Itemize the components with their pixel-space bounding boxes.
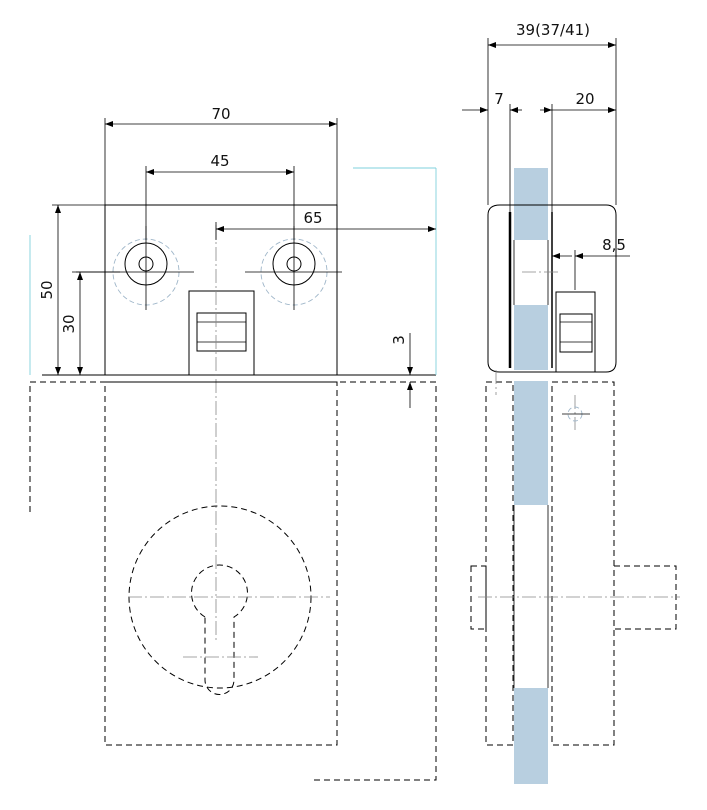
dim-gap: 3	[390, 335, 408, 345]
lock-slot	[188, 225, 255, 640]
dim-side-small: 8,5	[602, 236, 626, 254]
dim-height-total: 50	[38, 280, 56, 299]
dim-front-width: 70	[211, 105, 230, 123]
front-dimensions: 70 45 65 50 30 3	[38, 105, 436, 408]
side-body	[487, 204, 617, 373]
side-dimensions: 39(37/41) 7 20 8,5	[462, 21, 630, 290]
mounting-hole-left	[76, 226, 194, 310]
side-hidden-body	[470, 370, 680, 746]
glass-segment	[514, 381, 548, 505]
front-view	[29, 167, 437, 781]
glass-segment	[514, 168, 548, 240]
glass-segment	[514, 688, 548, 784]
dim-height-hole: 30	[60, 314, 78, 333]
mounting-hole-right	[245, 226, 342, 310]
hidden-lock-body	[29, 381, 437, 781]
dim-offset: 65	[303, 209, 322, 227]
dim-side-right: 20	[575, 90, 594, 108]
dim-hole-spacing: 45	[210, 152, 229, 170]
glass-segment	[514, 305, 548, 370]
side-view	[470, 168, 680, 784]
dim-side-left: 7	[494, 90, 504, 108]
dim-side-width: 39(37/41)	[516, 21, 590, 39]
side-lock-slot	[555, 291, 596, 373]
